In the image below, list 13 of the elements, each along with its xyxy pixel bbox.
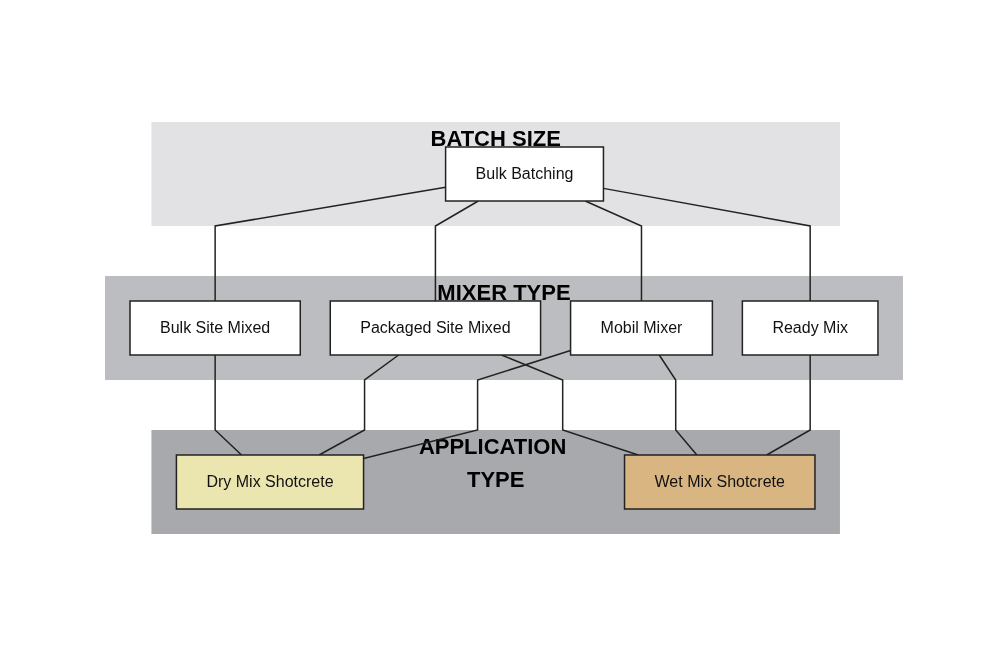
connector xyxy=(584,199,643,302)
node-box: Wet Mix Shotcrete xyxy=(623,453,816,510)
connector xyxy=(214,353,243,456)
node-box: Ready Mix xyxy=(741,299,879,356)
node-box: Mobil Mixer xyxy=(569,299,714,356)
node-box: Dry Mix Shotcrete xyxy=(175,453,365,510)
node-box: Bulk Site Mixed xyxy=(129,299,302,356)
node-box: Bulk Batching xyxy=(444,145,605,202)
connector xyxy=(765,353,811,456)
connector xyxy=(658,353,698,456)
node-box: Packaged Site Mixed xyxy=(329,299,542,356)
connector xyxy=(434,199,479,302)
connector xyxy=(318,353,400,456)
